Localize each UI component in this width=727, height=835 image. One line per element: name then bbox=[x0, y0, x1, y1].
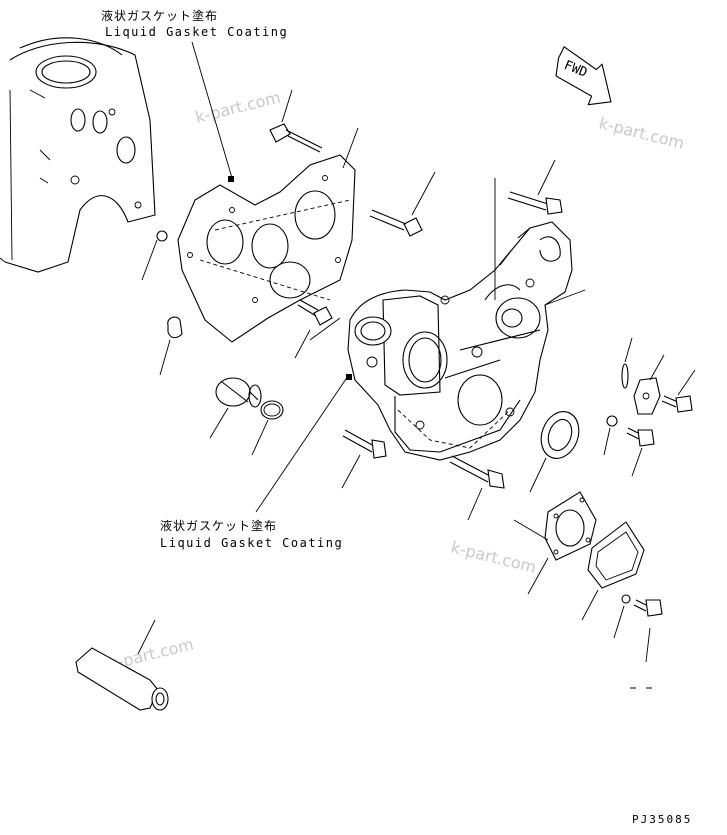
bolt-lower-center bbox=[449, 455, 505, 521]
gasket-leader bbox=[309, 317, 341, 341]
dowel-pins bbox=[141, 230, 183, 376]
watermark-2: k-part.com bbox=[597, 113, 686, 153]
sealant-tube bbox=[75, 619, 169, 711]
gasket-plate bbox=[177, 154, 356, 343]
bolt-top-left bbox=[269, 89, 323, 153]
lower-cover-gasket bbox=[544, 491, 597, 561]
bolt-far-right bbox=[661, 369, 696, 413]
mid-note-jp: 液状ガスケット塗布 bbox=[160, 518, 277, 533]
o-ring bbox=[251, 400, 284, 456]
gasket-coating-dot-top bbox=[228, 176, 234, 182]
bolt-lower-right bbox=[633, 599, 663, 663]
case-leader bbox=[544, 289, 586, 306]
top-note-jp: 液状ガスケット塗布 bbox=[101, 8, 218, 23]
top-note-leader bbox=[191, 41, 233, 179]
watermark-3: k-part.com bbox=[449, 537, 538, 577]
bolt-right-of-plate bbox=[369, 171, 436, 237]
washer-lower-right bbox=[613, 594, 631, 639]
bolt-right-mid bbox=[626, 427, 655, 477]
lower-gasket-leader-2 bbox=[527, 557, 549, 595]
lower-gasket-leader bbox=[513, 519, 549, 541]
small-cover-plate bbox=[633, 354, 665, 415]
plate-leader bbox=[342, 127, 359, 169]
drawing-code: PJ35085 bbox=[632, 813, 692, 826]
fwd-arrow-icon: FWD bbox=[555, 45, 612, 106]
small-seal-ring bbox=[603, 415, 618, 456]
gasket-coating-dot-mid bbox=[346, 374, 352, 380]
engine-block bbox=[0, 37, 156, 273]
mid-note-en: Liquid Gasket Coating bbox=[160, 536, 343, 550]
bolt-mid-left bbox=[294, 299, 333, 359]
lower-plate-leader bbox=[581, 589, 599, 621]
front-oil-seal bbox=[529, 411, 580, 493]
lower-cover-plate bbox=[587, 521, 645, 589]
timing-gear-case bbox=[346, 221, 573, 461]
bolt-lower-left bbox=[341, 429, 387, 489]
mid-note-leader bbox=[255, 375, 349, 513]
top-note-en: Liquid Gasket Coating bbox=[105, 25, 288, 39]
oil-filler-cap bbox=[209, 377, 262, 439]
bolt-long-top-right bbox=[507, 159, 563, 215]
small-gasket-plate bbox=[621, 337, 633, 389]
